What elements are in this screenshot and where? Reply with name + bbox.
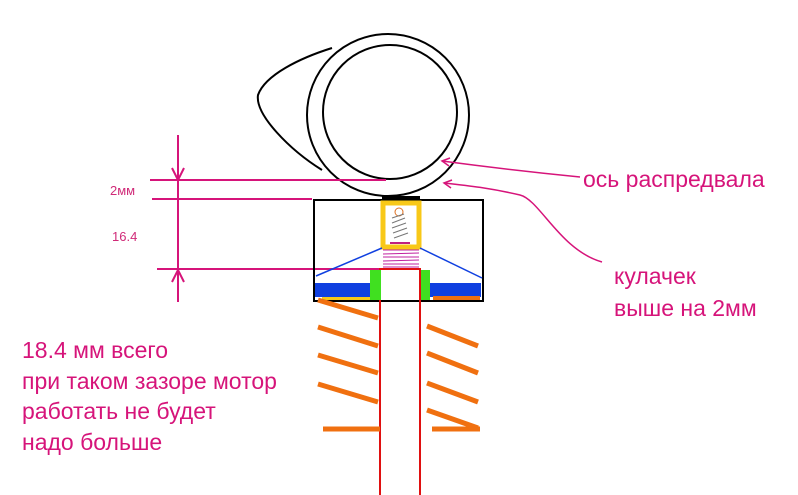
tappet-housing [313,199,484,302]
camshaft-axis-label: ось распредвала [583,166,765,192]
seal-right [421,270,430,300]
valve-spring [317,297,480,432]
gap-dimension-label: 2мм [110,183,136,198]
dimension-lines [150,135,386,302]
washer-left [322,297,370,300]
cam-inner-circle [322,44,458,180]
washer-right [433,296,480,300]
note-line-1: 18.4 мм всего [22,337,169,363]
cone-line-left [315,247,383,277]
seal-left [370,270,381,300]
cone-line-right [419,247,483,279]
shim-hatch [382,249,420,268]
height-dimension-label: 16.4 [112,229,138,244]
note-line-3: работать не будет [22,398,216,424]
callout-arrows [440,157,603,263]
note-line-2: при таком зазоре мотор [22,368,277,394]
cam-label-line2: выше на 2мм [614,295,757,321]
camshaft [256,33,470,197]
cam-outer-circle [306,33,470,197]
note-line-4: надо больше [22,429,163,455]
cam-contact [382,196,420,200]
valve-stem [379,268,421,495]
cam-label-line1: кулачек [614,263,696,289]
retainer-right [430,283,481,297]
cam-lobe [256,47,333,171]
retainer-left [315,283,370,297]
inner-spring [391,213,409,239]
